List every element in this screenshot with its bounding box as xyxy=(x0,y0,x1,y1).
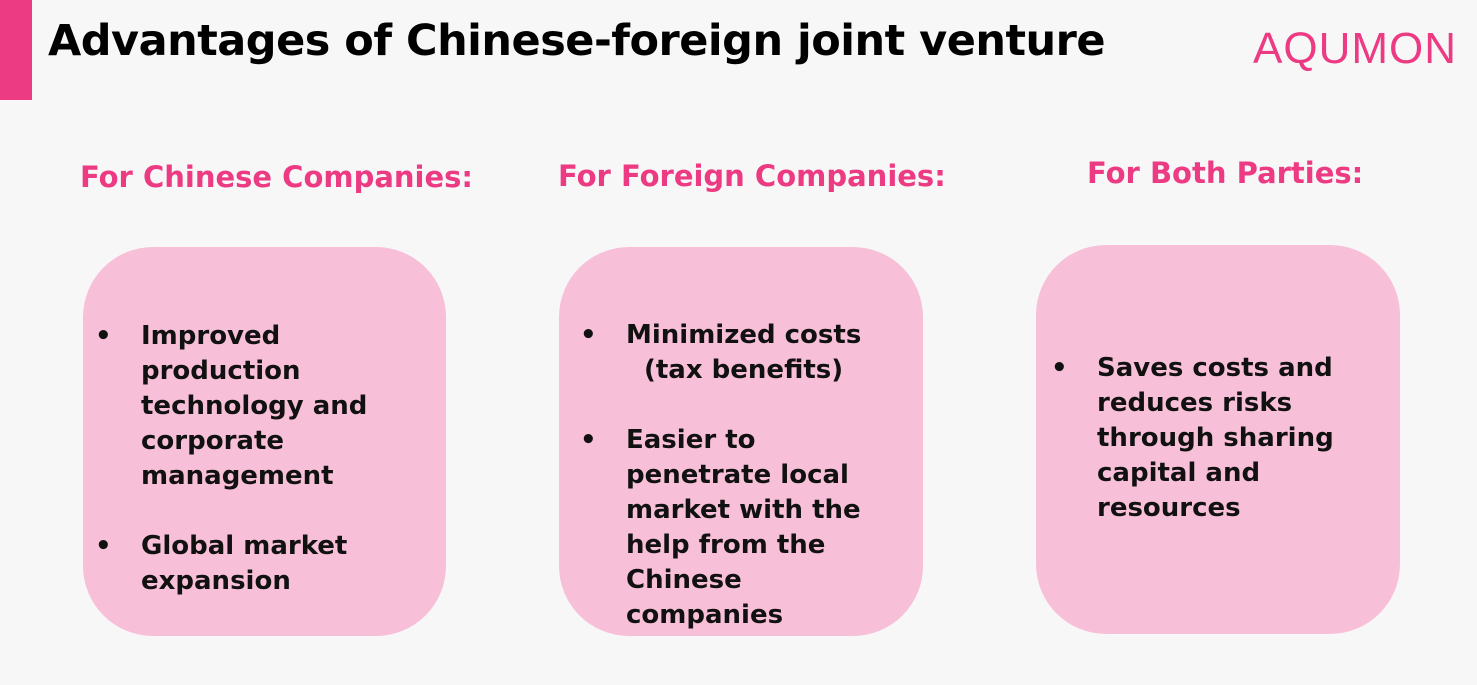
list-item: • Minimized costs (tax benefits) xyxy=(580,318,907,388)
card-chinese-companies: • Improved production technology and cor… xyxy=(83,247,446,636)
list-item-text: Easier to penetrate local market with th… xyxy=(626,425,861,630)
heading-chinese-companies: For Chinese Companies: xyxy=(80,160,474,194)
list-item: • Improved production technology and cor… xyxy=(95,319,430,494)
card-foreign-companies: • Minimized costs (tax benefits) • Easie… xyxy=(559,247,923,636)
aqumon-logo: AQUMON xyxy=(1253,24,1457,73)
list-item-subtext: (tax benefits) xyxy=(644,355,844,385)
heading-foreign-companies: For Foreign Companies: xyxy=(558,159,946,193)
list-item: • Global market expansion xyxy=(95,529,430,599)
bullet-icon: • xyxy=(580,320,597,350)
page-title: Advantages of Chinese-foreign joint vent… xyxy=(48,16,1106,66)
list-item: • Saves costs and reduces risks through … xyxy=(1051,351,1384,526)
bullet-icon: • xyxy=(95,321,112,351)
bullet-icon: • xyxy=(1051,353,1068,383)
card-both-parties: • Saves costs and reduces risks through … xyxy=(1036,245,1400,634)
list-item: • Easier to penetrate local market with … xyxy=(580,423,907,633)
advantages-list: • Improved production technology and cor… xyxy=(95,319,430,599)
list-item-text: Improved production technology and corpo… xyxy=(141,321,368,491)
advantages-list: • Saves costs and reduces risks through … xyxy=(1051,351,1384,526)
list-item-text: Saves costs and reduces risks through sh… xyxy=(1097,353,1334,523)
heading-both-parties: For Both Parties: xyxy=(1087,156,1364,190)
bullet-icon: • xyxy=(580,425,597,455)
list-item-text: Global market expansion xyxy=(141,531,348,596)
bullet-icon: • xyxy=(95,531,112,561)
title-accent-bar xyxy=(0,0,32,100)
list-item-text: Minimized costs xyxy=(626,320,862,350)
advantages-list: • Minimized costs (tax benefits) • Easie… xyxy=(580,318,907,633)
